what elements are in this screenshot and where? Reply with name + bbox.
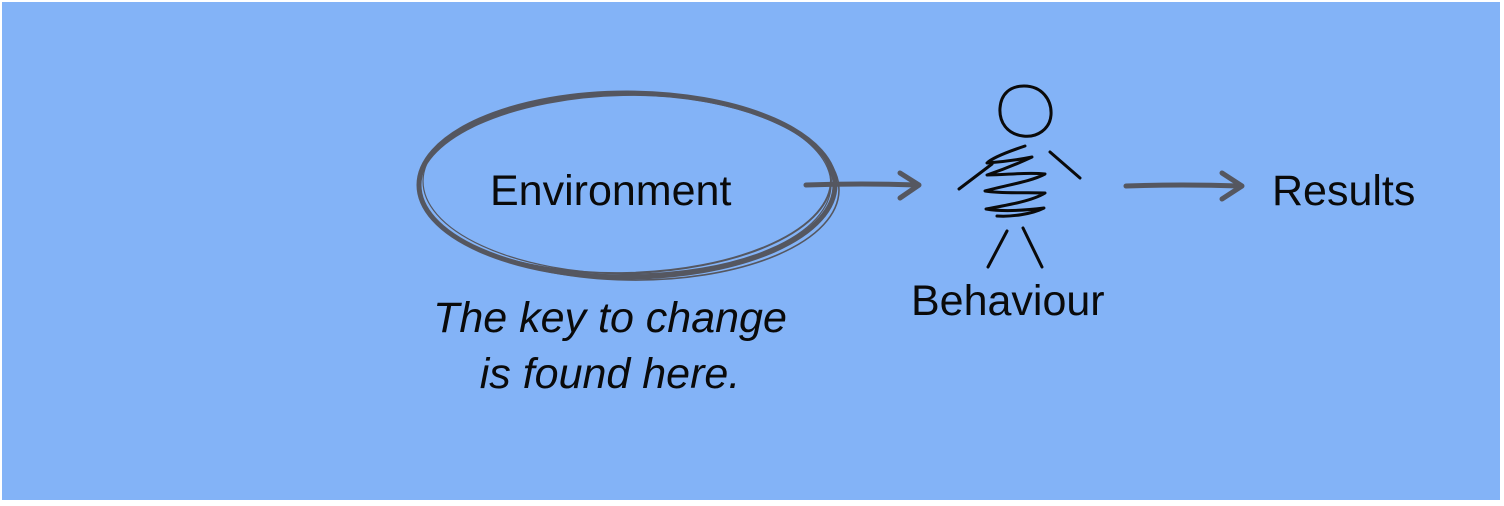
person-figure-icon [957, 84, 1082, 269]
caption-line-2: is found here. [479, 350, 741, 398]
results-label: Results [1272, 167, 1416, 215]
arrow-behaviour-to-results-icon [1123, 170, 1245, 202]
caption: The key to change is found here. [390, 290, 830, 402]
arrow-environment-to-behaviour-icon [803, 170, 922, 201]
environment-label: Environment [490, 167, 732, 215]
behaviour-label: Behaviour [911, 277, 1105, 325]
caption-line-1: The key to change [433, 294, 787, 342]
